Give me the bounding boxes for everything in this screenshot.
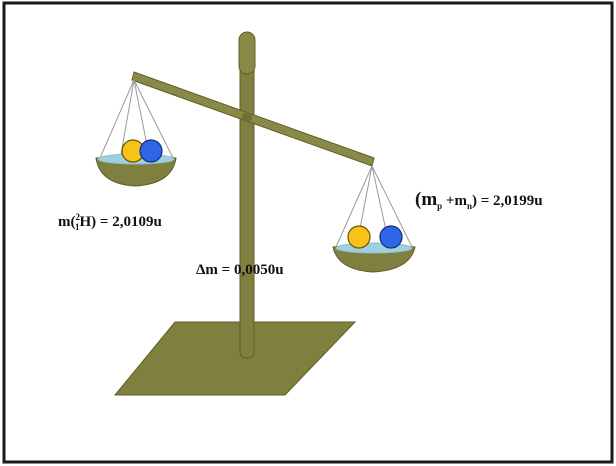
right-mass-plus: +m: [442, 193, 467, 209]
element-symbol: H: [80, 214, 92, 230]
mass-number: 2: [76, 212, 81, 222]
beam-pivot: [242, 112, 252, 122]
mass-defect-label: Δm = 0,0050u: [196, 262, 284, 278]
scale-base: [113, 321, 357, 396]
proton-subscript: p: [437, 201, 442, 211]
neutron-icon: [139, 139, 163, 163]
neutron-icon: [379, 225, 403, 249]
left-mass-prefix: m(: [58, 214, 76, 230]
scale-post: [239, 39, 255, 359]
scale-post-top: [238, 31, 256, 75]
left-mass-value: ) = 2,0109u: [91, 214, 162, 230]
right-pan-rim: [335, 242, 413, 254]
proton-icon: [347, 225, 371, 249]
atomic-number: 1: [75, 222, 80, 232]
right-mass-value: ) = 2,0199u: [472, 193, 543, 209]
right-mass-label: (mp +mn) = 2,0199u: [415, 189, 543, 211]
neutron-subscript: n: [467, 201, 472, 211]
right-mass-open: (m: [415, 189, 437, 210]
